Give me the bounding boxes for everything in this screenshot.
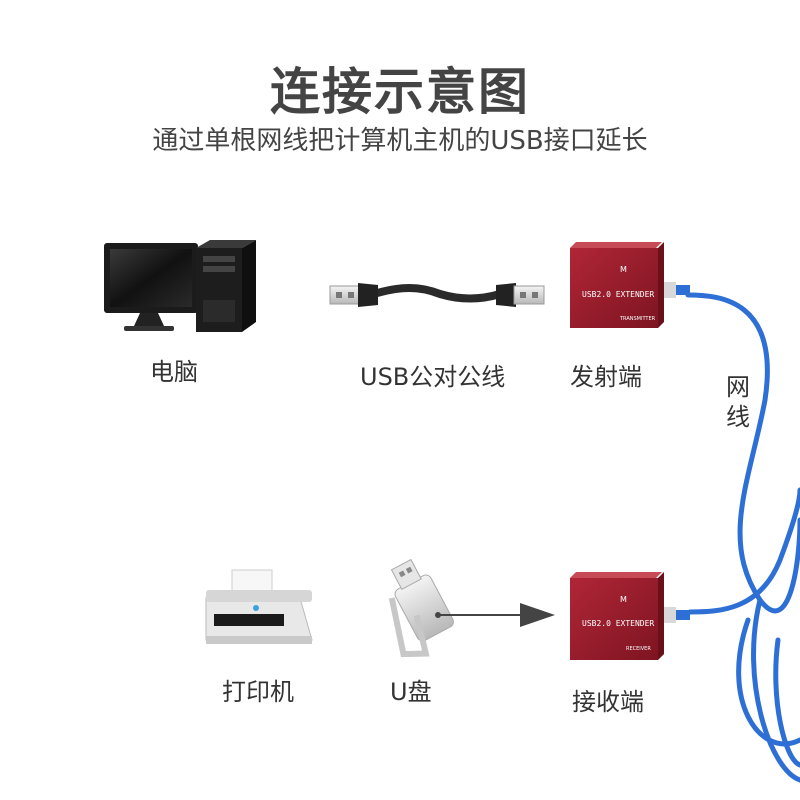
page-subtitle: 通过单根网线把计算机主机的USB接口延长 — [152, 126, 648, 156]
transmitter-tag: TRANSMITTER — [619, 316, 656, 322]
transmitter-device: M USB2.0 EXTENDER TRANSMITTER — [570, 242, 690, 328]
printer-label: 打印机 — [222, 678, 294, 706]
printer-icon — [205, 569, 313, 644]
logo-icon: M — [620, 265, 627, 274]
receiver-tag: RECEIVER — [626, 646, 651, 652]
receiver-device: M USB2.0 EXTENDER RECEIVER — [570, 572, 690, 660]
computer-label: 电脑 — [150, 358, 198, 386]
transmitter-extender-text: USB2.0 EXTENDER — [582, 290, 654, 299]
udisk-label: U盘 — [390, 678, 432, 706]
network-cable — [685, 292, 800, 783]
arrow-icon — [435, 603, 555, 627]
usb-cable-label: USB公对公线 — [360, 363, 506, 391]
transmitter-label: 发射端 — [570, 363, 642, 391]
udisk-icon — [388, 558, 454, 658]
receiver-label: 接收端 — [572, 688, 644, 716]
usb-cable-icon — [329, 283, 545, 307]
receiver-extender-text: USB2.0 EXTENDER — [582, 619, 654, 628]
network-cable-label: 网线 — [726, 373, 750, 431]
computer-icon — [104, 240, 256, 332]
page-title: 连接示意图 — [270, 63, 530, 121]
logo-icon: M — [620, 595, 627, 604]
